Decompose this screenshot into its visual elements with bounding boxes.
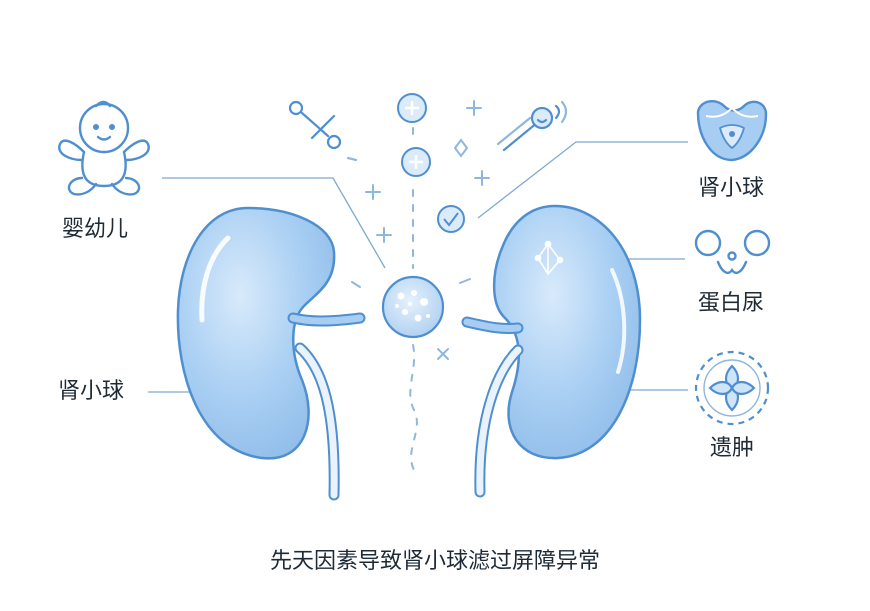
- right-kidney-icon: [461, 204, 642, 498]
- kidney-glomerulus-mark: [534, 240, 564, 276]
- protein-key-icon: [288, 100, 568, 162]
- glomerulus-icon: [696, 100, 768, 162]
- label-infant: 婴幼儿: [62, 217, 129, 242]
- edema-icon: [694, 350, 770, 426]
- left-kidney-icon: [176, 206, 366, 501]
- label-proteinuria: 蛋白尿: [698, 291, 765, 316]
- caption: 先天因素导致肾小球滤过屏障异常: [269, 549, 600, 574]
- particle-cluster-icon: [381, 275, 445, 339]
- connector-infant: [162, 177, 386, 269]
- label-edema: 遗肿: [710, 436, 755, 461]
- molecule-icon: [397, 93, 465, 233]
- proteinuria-icon: [694, 229, 771, 274]
- label-glomerulus-right: 肾小球: [698, 176, 765, 201]
- connector-glomerulus-right: [477, 141, 688, 219]
- dashed-flow: [409, 127, 418, 471]
- baby-icon: [58, 100, 150, 196]
- plus-decorations: [351, 100, 490, 360]
- label-glomerulus-left: 肾小球: [58, 379, 125, 404]
